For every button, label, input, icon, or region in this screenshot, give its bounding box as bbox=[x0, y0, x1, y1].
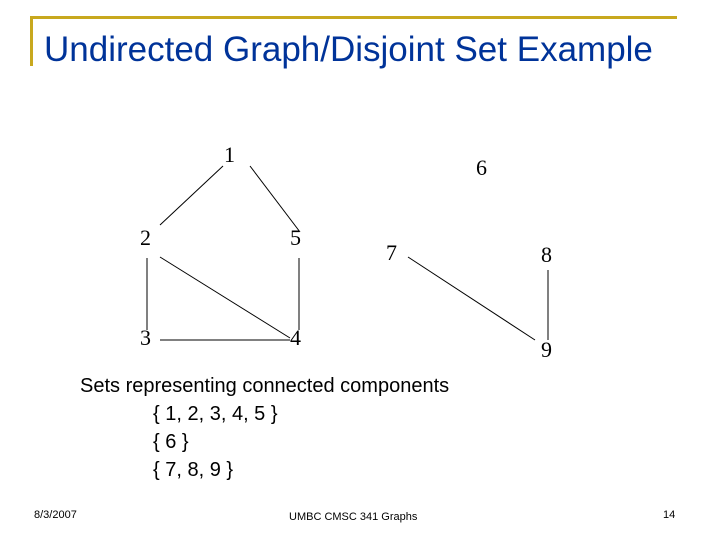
component-set: { 6 } bbox=[153, 431, 189, 453]
page-number: 14 bbox=[663, 509, 676, 521]
graph-edges bbox=[146, 165, 549, 341]
node-4: 4 bbox=[290, 325, 301, 350]
footer-course: UMBC CMSC 341 Graphs bbox=[289, 511, 418, 523]
graph-nodes: 1 2 3 4 5 6 7 8 9 bbox=[140, 142, 552, 362]
components-list: Sets representing connected components {… bbox=[80, 372, 449, 484]
node-6: 6 bbox=[476, 155, 487, 180]
node-2: 2 bbox=[140, 225, 151, 250]
edge-1-2 bbox=[159, 165, 224, 226]
footer-date: 8/3/2007 bbox=[34, 509, 77, 521]
edge-2-4 bbox=[159, 256, 291, 339]
edge-1-5 bbox=[249, 165, 301, 233]
slide-title: Undirected Graph/Disjoint Set Example bbox=[44, 30, 653, 69]
node-1: 1 bbox=[224, 142, 235, 167]
node-9: 9 bbox=[541, 337, 552, 362]
components-heading: Sets representing connected components bbox=[80, 375, 450, 397]
title-accent-line bbox=[30, 16, 677, 19]
edge-7-9 bbox=[407, 256, 536, 341]
node-3: 3 bbox=[140, 325, 151, 350]
node-8: 8 bbox=[541, 242, 552, 267]
node-5: 5 bbox=[290, 225, 301, 250]
node-7: 7 bbox=[386, 240, 397, 265]
title-accent-bar bbox=[30, 16, 33, 66]
component-set: { 7, 8, 9 } bbox=[153, 459, 234, 481]
component-set: { 1, 2, 3, 4, 5 } bbox=[153, 403, 278, 425]
